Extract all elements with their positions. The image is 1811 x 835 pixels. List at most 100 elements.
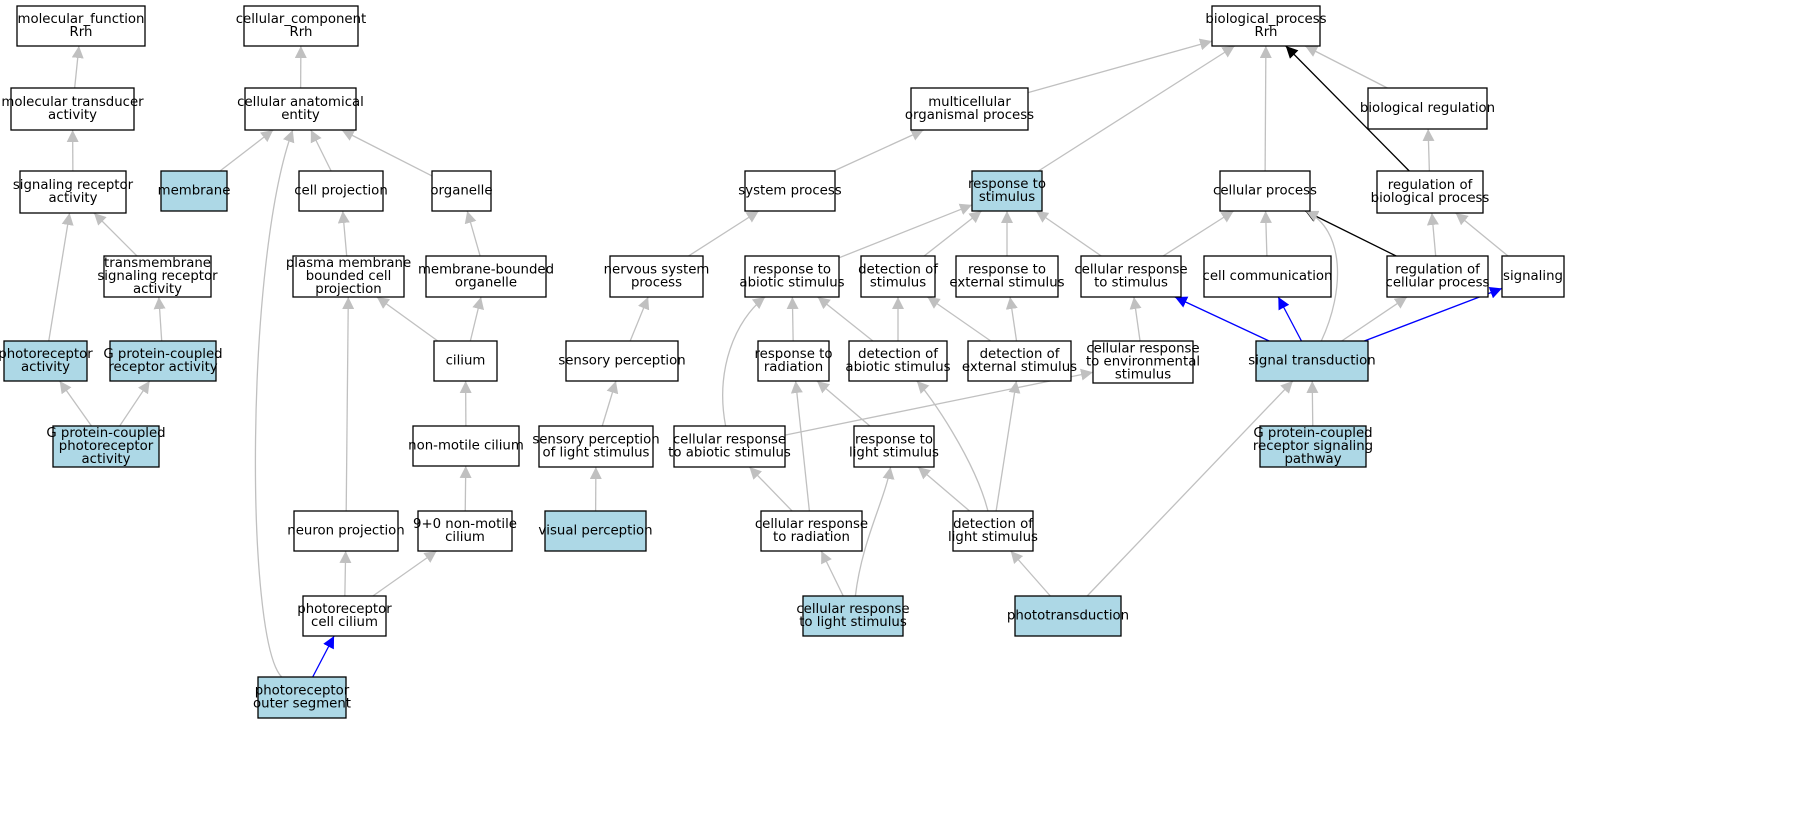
- edge-line: [339, 550, 352, 597]
- edge-sper-to-nsp: [629, 296, 650, 342]
- node-label-line: cellular process: [1386, 276, 1490, 291]
- node-label-line: activity: [21, 360, 70, 375]
- node-cellp[interactable]: cellular process: [1213, 170, 1317, 212]
- edge-line: [1038, 45, 1235, 172]
- node-org[interactable]: organelle: [430, 170, 493, 212]
- node-label-line: sensory perception: [558, 354, 685, 369]
- node-pt[interactable]: phototransduction: [1007, 595, 1129, 637]
- edge-rts-to-bp: [1038, 45, 1235, 172]
- edge-pmbcp-to-cp: [337, 210, 350, 257]
- node-label-line: stimulus: [1115, 368, 1171, 383]
- node-box: [848, 340, 948, 382]
- node-label-line: cell projection: [294, 184, 388, 199]
- edge-line: [629, 296, 650, 342]
- node-box: [298, 170, 384, 212]
- node-np[interactable]: neuron projection: [287, 510, 405, 552]
- node-box: [744, 255, 840, 298]
- node-label-line: activity: [48, 191, 97, 206]
- edge-sig-to-rbp: [1455, 212, 1509, 257]
- node-box: [109, 340, 217, 382]
- node-label-line: biological_process: [1205, 12, 1326, 27]
- node-box: [1203, 255, 1332, 298]
- node-cp[interactable]: cell projection: [294, 170, 388, 212]
- node-label-line: bounded cell: [306, 269, 392, 284]
- node-label-line: response to: [855, 433, 933, 448]
- node-label-line: outer segment: [253, 697, 351, 712]
- edge-line: [601, 380, 619, 427]
- node-label-line: detection of: [858, 347, 938, 362]
- node-ccom[interactable]: cell communication: [1203, 255, 1333, 298]
- node-label-line: signaling receptor: [97, 269, 218, 284]
- node-box: [10, 87, 135, 131]
- edge-line: [119, 380, 151, 427]
- node-st[interactable]: signal transduction: [1248, 340, 1376, 382]
- edge-cp-to-cae: [310, 129, 332, 172]
- node-nmc[interactable]: non-motile cilium: [408, 425, 524, 467]
- node-label-line: of light stimulus: [542, 446, 649, 461]
- node-label-line: detection of: [953, 517, 1033, 532]
- node-cil[interactable]: cilium: [433, 340, 498, 382]
- edge-cil-to-pmbcp: [376, 296, 439, 342]
- node-sp[interactable]: system process: [738, 170, 842, 212]
- node-sig[interactable]: signaling: [1501, 255, 1565, 298]
- node-box: [417, 510, 513, 552]
- edge-tsra-to-sra: [93, 212, 138, 257]
- node-vp[interactable]: visual perception: [538, 510, 653, 552]
- edge-line: [916, 380, 989, 512]
- node-label-line: abiotic stimulus: [845, 360, 950, 375]
- node-breg[interactable]: biological regulation: [1360, 87, 1495, 130]
- node-box: [16, 5, 146, 47]
- edge-st-to-rcp: [1341, 296, 1408, 342]
- edge-crr-to-rrad: [790, 380, 811, 512]
- edge-das-to-ras: [817, 296, 874, 342]
- node-box: [1255, 340, 1369, 382]
- node-label-line: activity: [133, 282, 182, 297]
- node-label-line: response to: [968, 263, 1046, 278]
- edge-crls-to-crr: [820, 550, 844, 597]
- node-box: [967, 340, 1072, 382]
- node-label-line: receptor signaling: [1253, 439, 1373, 454]
- node-label-line: G protein-coupled: [103, 347, 222, 362]
- node-label-line: stimulus: [979, 190, 1035, 205]
- node-sper[interactable]: sensory perception: [558, 340, 686, 382]
- node-mem[interactable]: membrane: [158, 170, 231, 212]
- node-label-line: multicellular: [928, 95, 1011, 110]
- node-box: [3, 340, 88, 382]
- edge-line: [153, 296, 166, 342]
